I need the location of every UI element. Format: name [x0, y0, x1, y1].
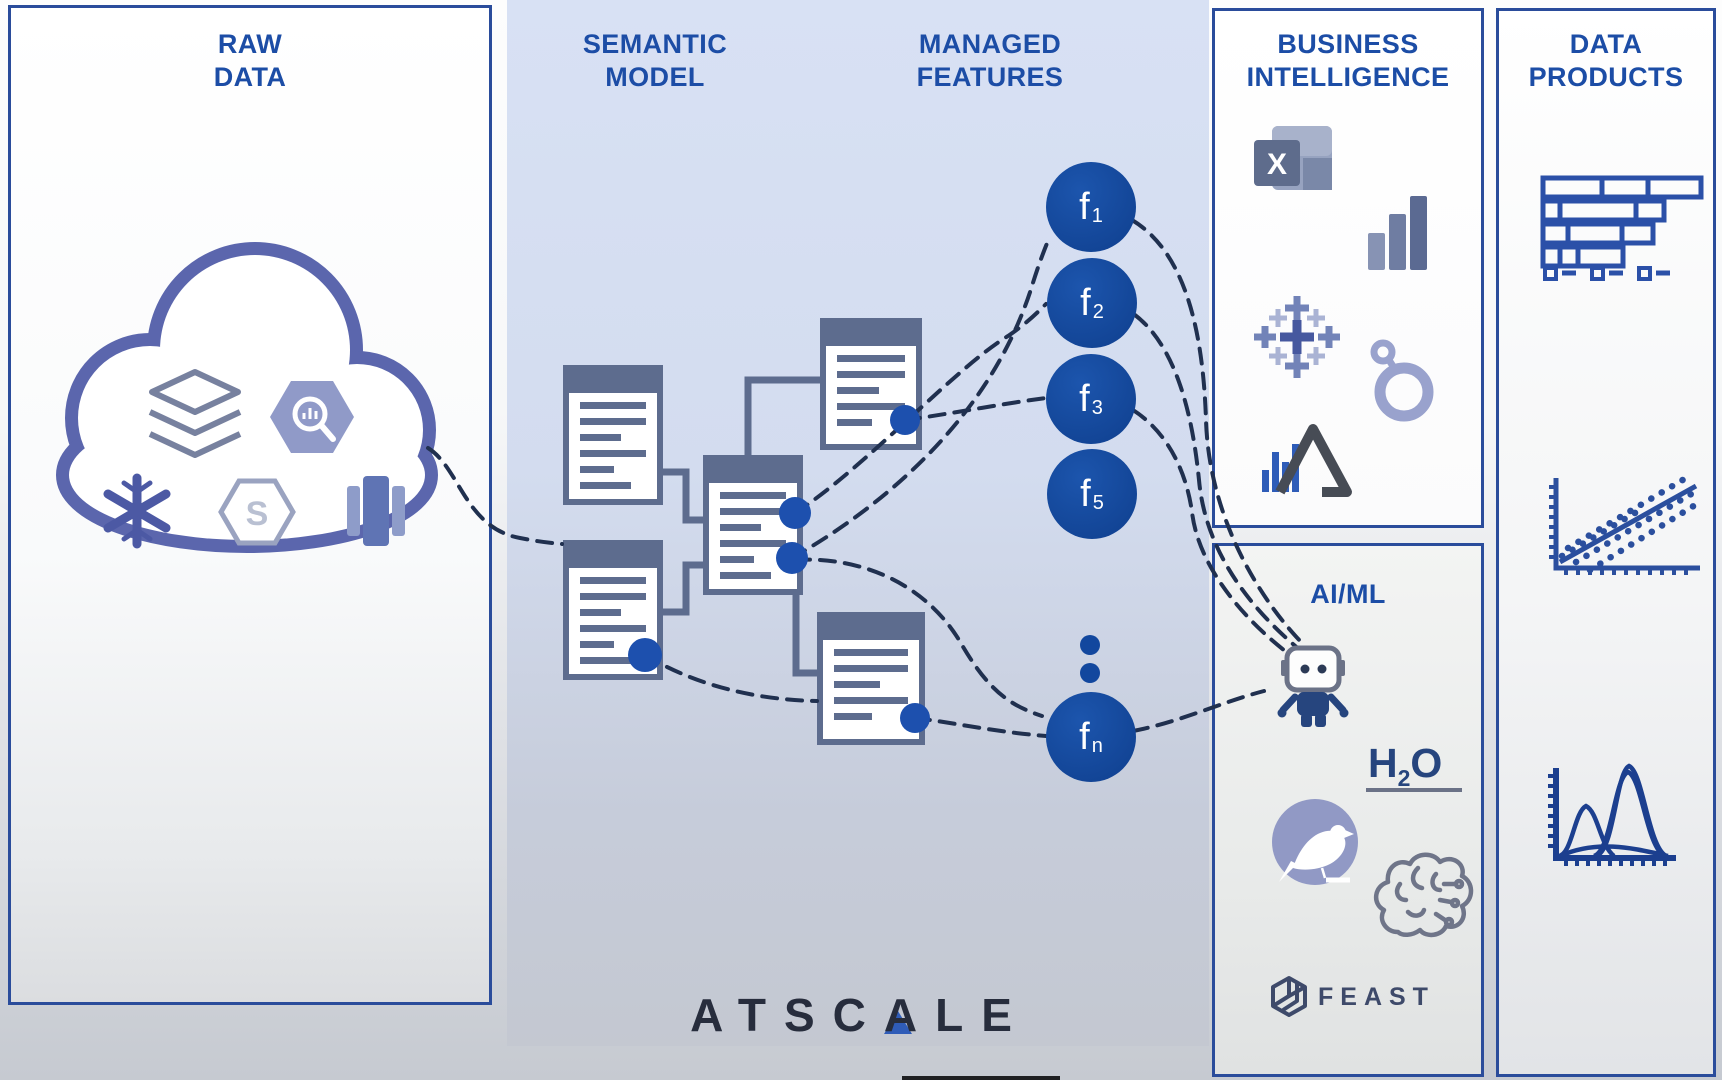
- data-products-panel: [1496, 8, 1716, 1077]
- h2o-underline: [1366, 788, 1462, 792]
- document-icon: [703, 455, 803, 595]
- document-icon: [563, 365, 663, 505]
- raw-data-panel: [8, 5, 492, 1005]
- document-icon: [820, 318, 922, 450]
- document-icon: [817, 612, 925, 745]
- h2o-logo: H2O: [1368, 740, 1443, 792]
- document-icon: [563, 540, 663, 680]
- bottom-bar: [902, 1076, 1060, 1080]
- ai-ml-title: AI/ML: [1310, 579, 1386, 609]
- feast-logo: FEAST: [1318, 983, 1435, 1011]
